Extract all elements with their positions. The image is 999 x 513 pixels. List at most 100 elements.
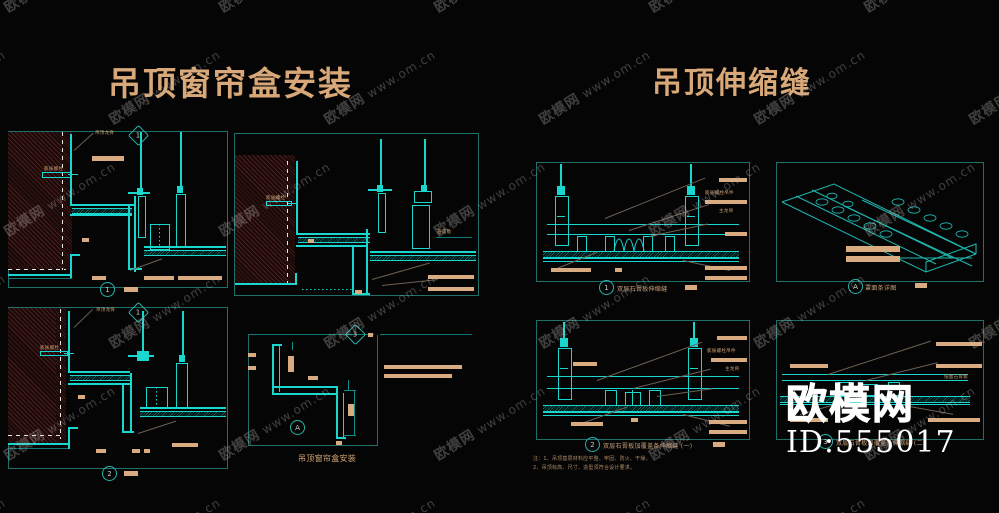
panel-frame [776,320,984,440]
gypsum-board-layer-1 [543,405,739,412]
expansion-joint-panel-4: 纸面石膏板 3 双层石膏板加覆盖条伸缩缝 (二) [768,318,990,458]
hanger-rod-right [693,322,695,340]
runner-channel-2 [176,363,188,409]
hanger-tick-left [560,368,568,369]
watermark-text: 欧模网 www.om.cn [965,492,999,513]
base-return [295,273,297,285]
panel-3-label-2: 膨胀螺栓 [40,346,60,351]
hanger-anchor-left [560,338,568,347]
ceiling-top-line [70,204,134,206]
hanger-tick-left [557,216,565,217]
annotation-bar-7 [615,268,622,272]
annotation-bar-2 [82,238,89,242]
hanger-rod-2 [182,311,184,357]
annotation-bar-3 [348,404,354,416]
hanger-rod-1 [142,311,144,355]
furring-channel-4 [665,236,675,252]
annotation-bar-side-4 [248,366,256,370]
profile-horizontal-top [274,386,338,388]
curtain-box-outer-v [134,196,136,272]
panel-1-label-1: 吊顶龙骨 [95,131,115,136]
box-section [150,224,170,250]
annotation-bar-3 [790,364,828,368]
annotation-bar-marker-1 [124,287,138,292]
panel-r4-label-3: 纸面石膏板 [944,375,968,380]
gypsum-board-right [140,411,226,417]
dim-tick-v3 [354,390,355,436]
wall-hatch [8,308,64,444]
runner-channel-2 [414,191,432,203]
box-section [412,205,430,249]
board-line-a [780,404,970,405]
watermark-text: 欧模网 www.om.cn [536,47,654,129]
anchor-bolt [42,172,72,178]
detail-marker-A-text: A [295,423,300,432]
wall-centerline [62,132,63,270]
annotation-bar-1 [719,178,747,182]
annotation-bar-4 [355,290,362,294]
brand-name: 欧模网 [786,380,915,428]
box-section-centerline [159,224,160,248]
runner-channel-2 [176,194,186,248]
detail-marker-r4[interactable]: 3 [818,434,833,449]
panel-r1-caption: 双层石膏板伸缩缝 [617,286,668,293]
annotation-bar-1 [936,342,982,346]
watermark-text: 欧模网 www.om.cn [535,492,654,513]
annotation-bar-2 [705,200,747,204]
panel-3-label-1: 吊顶龙骨 [96,308,116,313]
annotation-bar-side-1 [384,365,462,369]
detail-marker-3[interactable]: 2 [102,466,117,481]
profile-bottom [336,437,346,439]
annotation-bar-2 [711,358,747,362]
wall-centerline [287,161,288,289]
annotation-bar-1 [288,356,294,372]
gypsum-board [72,208,132,214]
detail-marker-1-top-text: 1 [136,131,141,140]
watermark-text: 欧模网 www.om.cn [0,492,9,513]
panel-2-label-1: 膨胀螺栓 [266,196,286,201]
annotation-bar-5 [705,266,747,270]
base-floor-line [235,283,297,285]
base-return [68,427,70,449]
detail-marker-A-ref-text: 3 [353,330,358,339]
soffit-drop-left [70,134,72,206]
base-floor-line-2 [8,278,72,279]
wall-hatch [8,132,70,270]
watermark-text: 欧模网 www.om.cn [645,0,764,17]
box-section-centerline [156,387,157,407]
detail-marker-1[interactable]: 1 [100,282,115,297]
curtain-box-inner-v [128,206,130,270]
watermark-text: 欧模网 www.om.cn [320,492,439,513]
detail-marker-A[interactable]: A [290,420,305,435]
board-line-a [543,258,739,259]
drawing-title-left: 吊顶窗帘盒安装 [108,64,353,103]
wall-face [68,311,70,373]
box-section [146,387,168,409]
expansion-joint-coil [613,238,645,252]
annotation-bar-3 [132,449,140,453]
ceiling-plane-right [140,407,226,409]
annotation-bar-1 [78,395,85,399]
detail-marker-r1[interactable]: 1 [599,280,614,295]
detail-marker-r4-text: 3 [823,437,828,446]
wall-hatch-inner [287,155,295,283]
hanger-clip-1 [377,185,383,192]
detail-marker-1-text: 1 [105,285,110,294]
dim-tick-h1 [344,390,356,391]
watermark-text: 欧模网 www.om.cn [105,492,224,513]
annotation-bar-4 [551,268,591,272]
annotation-bar-5 [709,420,747,424]
watermark-text: 欧模网 www.om.cn [966,90,999,129]
detail-marker-r3[interactable]: 2 [585,437,600,452]
hanger-rod-1 [380,139,382,187]
profile-top [272,344,282,346]
wall-base-dash [8,435,62,436]
annotation-bar-3 [92,276,106,280]
panel-frame [776,162,984,282]
curtain-box-inner-v [352,247,354,295]
panel-4-caption: 吊顶窗帘盒安装 [298,454,357,463]
annotation-bar-4 [336,441,342,445]
annotation-bar-side-3 [248,353,256,357]
detail-marker-r2[interactable]: A [848,279,863,294]
runner-channel-1 [378,193,386,233]
